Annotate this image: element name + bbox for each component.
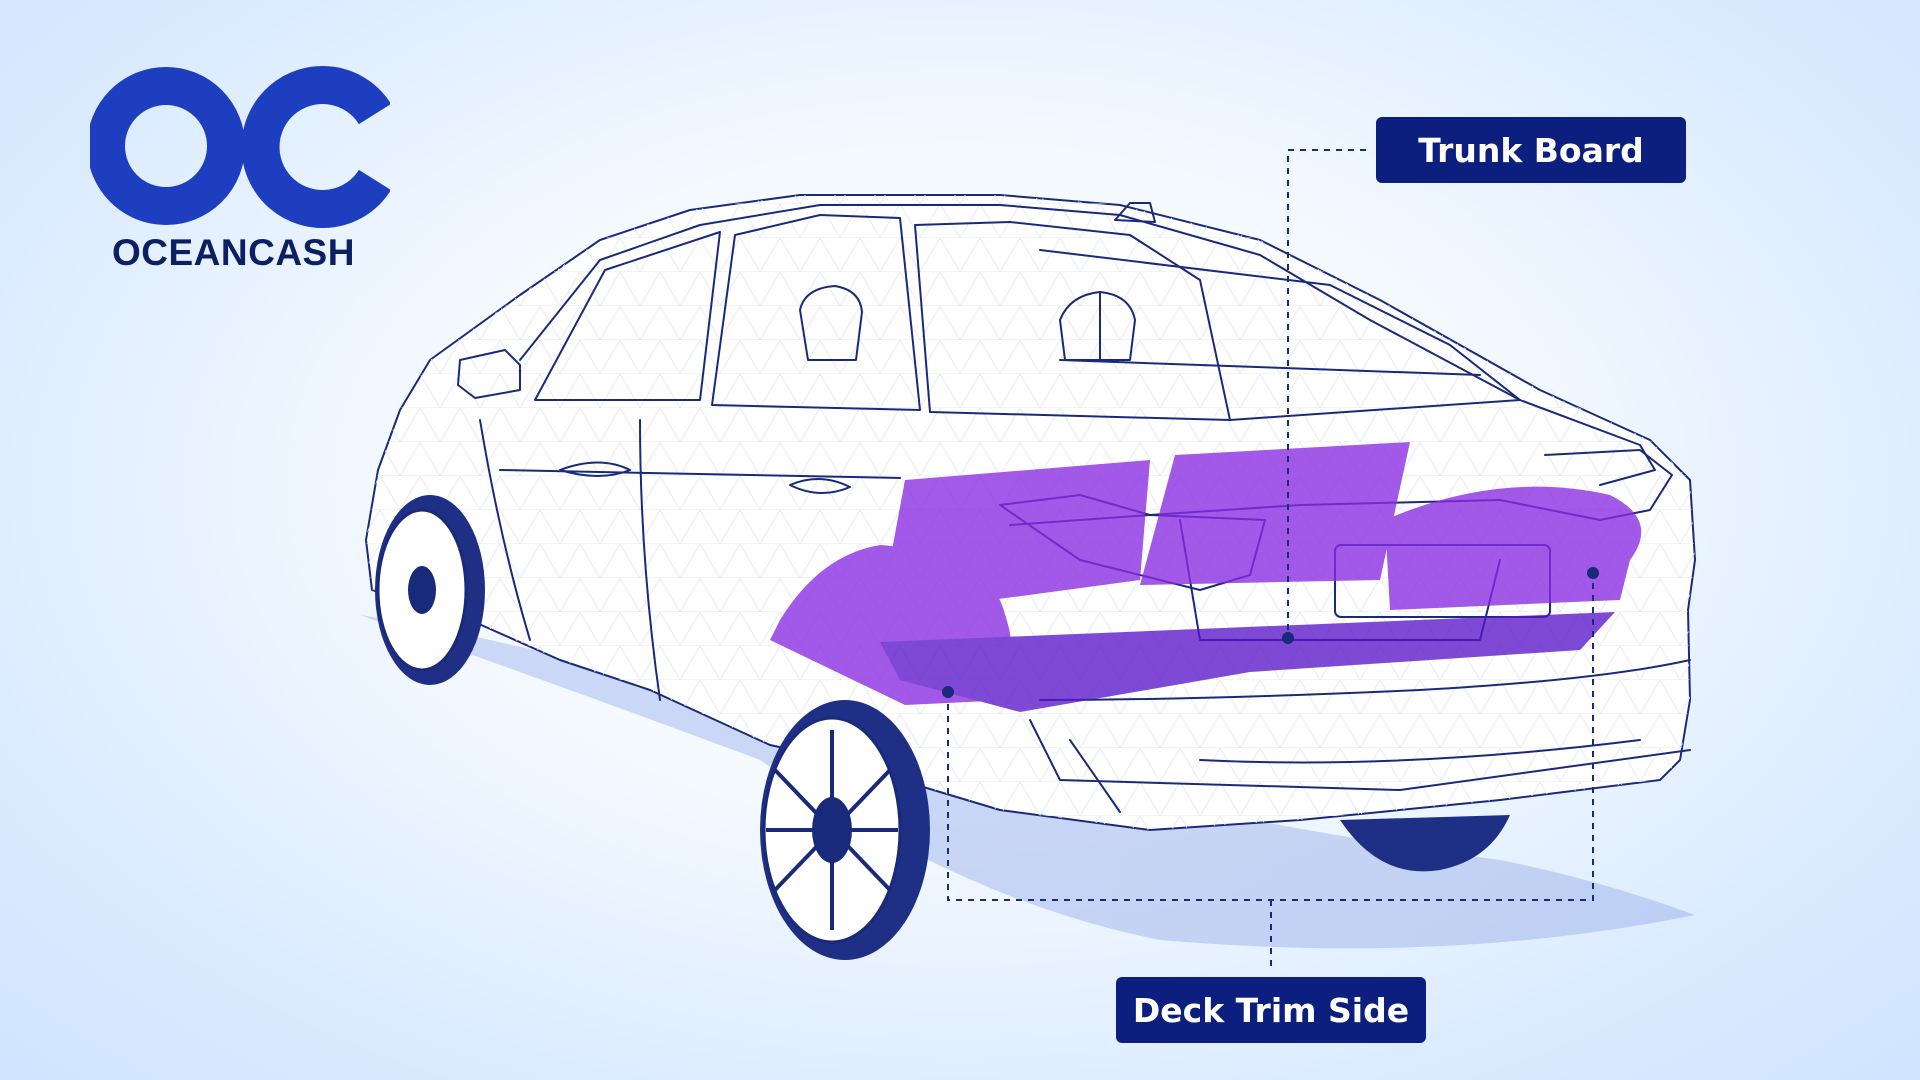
trunk-board-label: Trunk Board (1376, 117, 1686, 183)
leader-lines (947, 149, 1594, 970)
deck-trim-anchor-dot-left (942, 686, 954, 698)
deck-trim-anchor-dot-right (1587, 567, 1599, 579)
wheel-rear (760, 700, 930, 960)
oc-logo-mark (87, 66, 392, 228)
deck-trim-side-label: Deck Trim Side (1116, 977, 1426, 1043)
wheel-front (375, 495, 485, 685)
brand-name: OCEANCASH (112, 232, 355, 273)
trunk-board-anchor-dot (1282, 632, 1294, 644)
oceancash-logo: OCEANCASH (87, 62, 410, 282)
highlight-areas (770, 442, 1642, 712)
wheel-rear-right (1340, 815, 1510, 872)
